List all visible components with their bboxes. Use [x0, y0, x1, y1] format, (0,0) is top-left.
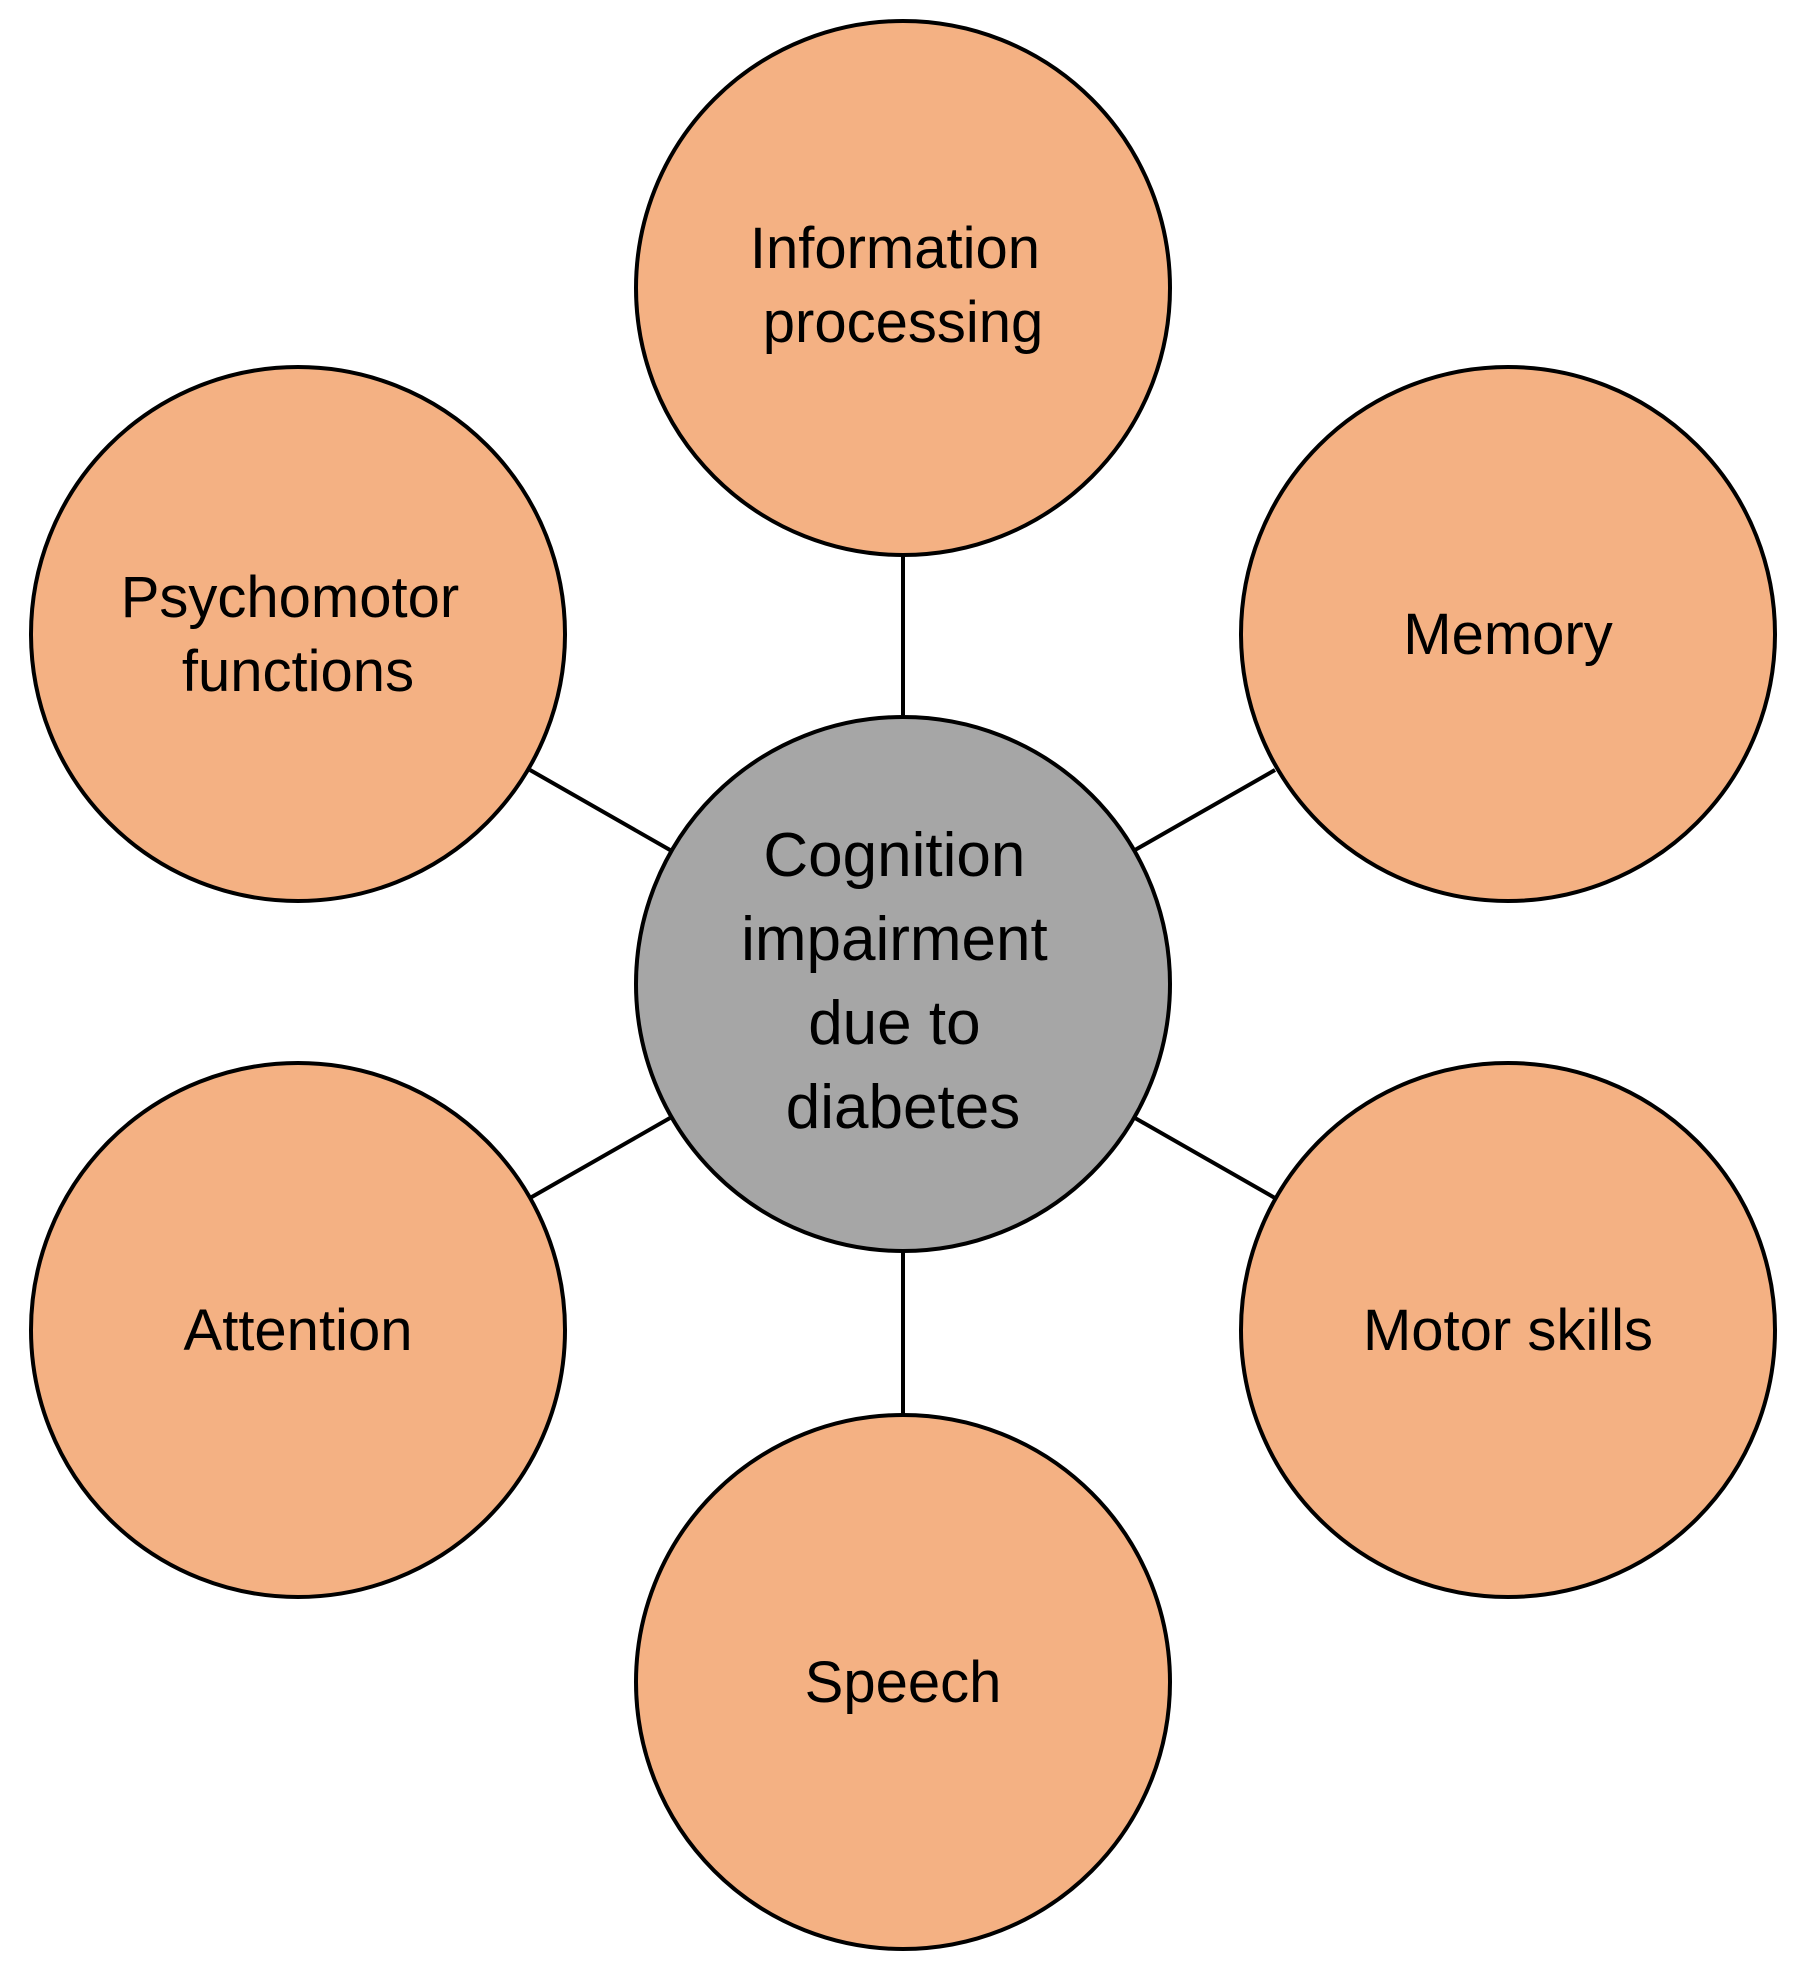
center-label-line: due to	[808, 989, 980, 1058]
node-label-line: Memory	[1403, 602, 1612, 667]
connector-memory	[1134, 768, 1276, 852]
node-circle	[1239, 365, 1777, 903]
node-label: Speech	[805, 1650, 1002, 1715]
node-label: Psychomotor functions	[121, 565, 476, 704]
node-circle	[634, 1413, 1172, 1951]
node-label-line: functions	[182, 639, 414, 704]
center-label-line: impairment	[741, 905, 1048, 974]
node-psychomotor-functions: Psychomotor functions	[29, 365, 567, 903]
node-label-line: Speech	[805, 1650, 1002, 1715]
node-circle	[634, 19, 1172, 557]
connectors	[529, 555, 1276, 1415]
node-circle	[1239, 1061, 1777, 1599]
node-label-line: Attention	[184, 1298, 413, 1363]
node-memory: Memory	[1239, 365, 1777, 903]
center-node: Cognition impairment due to diabetes	[634, 715, 1172, 1253]
node-circle	[29, 1061, 567, 1599]
center-label: Cognition impairment due to diabetes	[741, 821, 1065, 1142]
node-attention: Attention	[29, 1061, 567, 1599]
node-motor-skills: Motor skills	[1239, 1061, 1777, 1599]
node-label-line: Motor skills	[1363, 1298, 1653, 1363]
node-speech: Speech	[634, 1413, 1172, 1951]
node-information-processing: Information processing	[634, 19, 1172, 557]
center-label-line: diabetes	[786, 1073, 1020, 1142]
node-label: Attention	[184, 1298, 413, 1363]
connector-motor-skills	[1134, 1116, 1276, 1200]
node-label: Memory	[1403, 602, 1612, 667]
node-circle	[29, 365, 567, 903]
center-circle	[634, 715, 1172, 1253]
node-label: Motor skills	[1363, 1298, 1653, 1363]
node-label: Information processing	[750, 216, 1056, 355]
node-label-line: Information	[750, 216, 1040, 281]
node-label-line: Psychomotor	[121, 565, 459, 630]
connector-psychomotor-functions	[529, 768, 671, 852]
connector-attention	[529, 1116, 671, 1200]
center-label-line: Cognition	[763, 821, 1025, 890]
node-label-line: processing	[763, 290, 1043, 355]
